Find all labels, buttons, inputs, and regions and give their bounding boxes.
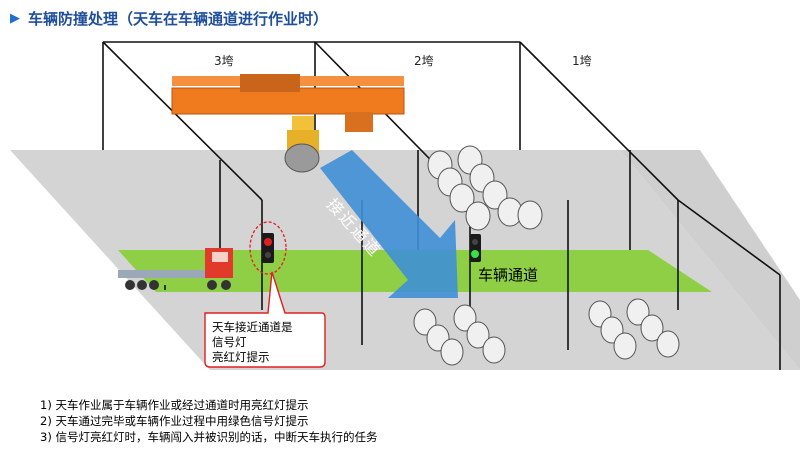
notes-list: 1) 天车作业属于车辆作业或经过通道时用亮红灯提示 2) 天车通过完毕或车辆作业…	[40, 397, 377, 445]
note-item: 2) 天车通过完毕或车辆作业过程中用绿色信号灯提示	[40, 414, 309, 428]
note-item: 3) 信号灯亮红灯时，车辆闯入并被识别的话，中断天车执行的任务	[40, 430, 378, 444]
coil-group-bottom-right	[588, 298, 680, 360]
coil-group-top	[427, 145, 543, 231]
bay-label-3: 3垮	[214, 54, 234, 68]
play-triangle-icon: ▶	[10, 11, 20, 26]
callout-line: 天车接近通道是	[212, 320, 293, 334]
signal-highlight	[249, 221, 287, 275]
callout-line: 信号灯	[212, 335, 247, 349]
coil-group-bottom-middle	[413, 304, 506, 366]
truck	[118, 248, 233, 290]
lane-label: 车辆通道	[478, 266, 539, 284]
signal-light-red	[262, 233, 274, 263]
approach-arrow	[320, 150, 458, 298]
title-text: 车辆防撞处理（天车在车辆通道进行作业时）	[28, 10, 329, 28]
signal-light-green	[470, 234, 481, 262]
note-item: 1) 天车作业属于车辆作业或经过通道时用亮红灯提示	[40, 398, 309, 412]
overhead-crane	[171, 74, 405, 173]
callout-line: 亮红灯提示	[212, 350, 270, 364]
page-title: ▶ 车辆防撞处理（天车在车辆通道进行作业时）	[10, 8, 328, 29]
bay-label-1: 1垮	[572, 54, 592, 68]
callout-text: 天车接近通道是 信号灯 亮红灯提示	[212, 320, 322, 365]
bay-label-2: 2垮	[414, 54, 434, 68]
floor-right	[620, 150, 800, 370]
callout-bubble	[204, 271, 326, 368]
